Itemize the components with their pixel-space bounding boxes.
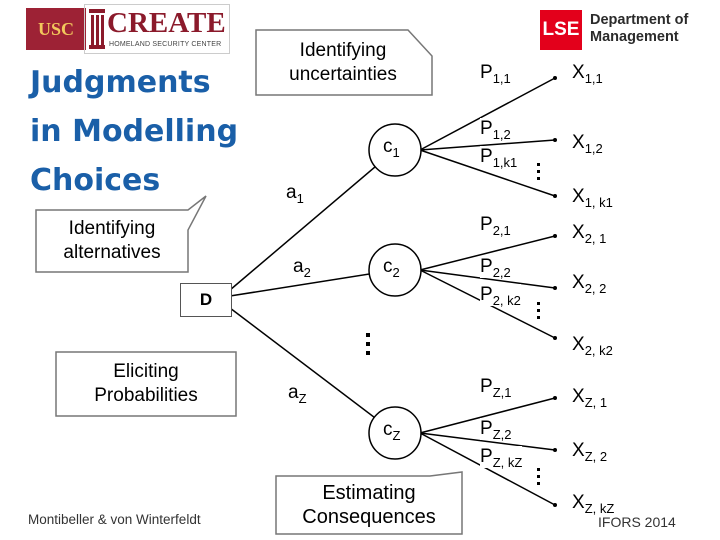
probability-label: P2,2 bbox=[480, 256, 511, 280]
edge-c2-p22 bbox=[419, 269, 556, 289]
callout-uncertainties: Identifying uncertainties bbox=[258, 32, 428, 94]
edge-c1-p11 bbox=[419, 77, 556, 151]
pillar-icon bbox=[89, 9, 105, 49]
callout-probabilities-line1: Eliciting bbox=[113, 361, 179, 382]
chance-node-label: cZ bbox=[383, 419, 401, 443]
probability-label: P1,1 bbox=[480, 62, 511, 86]
outcome-label: XZ, kZ bbox=[572, 492, 615, 516]
outcome-label: XZ, 1 bbox=[572, 386, 608, 410]
vertical-ellipsis bbox=[366, 333, 370, 355]
department-line1: Department of bbox=[590, 12, 689, 28]
terminal-dot bbox=[553, 234, 557, 238]
edge-cz-pz2 bbox=[419, 432, 556, 451]
terminal-dot bbox=[553, 194, 557, 198]
terminal-dot bbox=[553, 286, 557, 290]
edge-c1-p12 bbox=[419, 139, 556, 151]
chance-node-label: c1 bbox=[383, 136, 400, 160]
edge-c1-p1k bbox=[419, 149, 556, 197]
edge-cz-pzk bbox=[419, 432, 556, 506]
terminal-dot bbox=[553, 138, 557, 142]
edge-c2-p21 bbox=[419, 235, 556, 271]
slide-title: Judgments in Modelling Choices bbox=[30, 58, 238, 205]
title-line2: in Modelling bbox=[30, 114, 239, 149]
department-line2: Management bbox=[590, 29, 679, 45]
callout-alternatives-shape bbox=[35, 195, 207, 273]
terminal-dot bbox=[553, 396, 557, 400]
decision-node-label: D bbox=[199, 290, 213, 309]
callout-alternatives-line2: alternatives bbox=[63, 242, 161, 263]
alternative-label: a1 bbox=[286, 182, 304, 206]
callout-consequences-shape bbox=[275, 471, 463, 535]
outcome-label: X1, k1 bbox=[572, 186, 613, 210]
probability-label: PZ,1 bbox=[480, 376, 512, 400]
vertical-ellipsis bbox=[537, 163, 540, 180]
footer-authors: Montibeller & von Winterfeldt bbox=[28, 512, 201, 527]
create-logo-text: CREATE bbox=[107, 7, 226, 39]
title-line3: Choices bbox=[30, 163, 161, 198]
terminal-dot bbox=[553, 503, 557, 507]
edge-d-a2 bbox=[229, 269, 396, 297]
footer-event: IFORS 2014 bbox=[598, 514, 676, 530]
usc-logo: USC bbox=[26, 8, 86, 50]
edge-cz-pz1 bbox=[419, 397, 556, 434]
probability-label: PZ, kZ bbox=[480, 446, 523, 470]
usc-logo-text: USC bbox=[37, 18, 74, 39]
outcome-label: X1,1 bbox=[572, 62, 603, 86]
callout-probabilities: Eliciting Probabilities bbox=[58, 354, 234, 414]
callout-consequences-line1: Estimating bbox=[322, 482, 416, 504]
terminal-dot bbox=[553, 76, 557, 80]
callout-consequences-line2: Consequences bbox=[302, 506, 436, 528]
create-logo: CREATE HOMELAND SECURITY CENTER bbox=[84, 4, 230, 54]
probability-label: PZ,2 bbox=[480, 418, 512, 442]
callout-uncertainties-shape bbox=[255, 29, 433, 96]
vertical-ellipsis bbox=[537, 468, 540, 485]
terminal-dot bbox=[553, 448, 557, 452]
outcome-label: XZ, 2 bbox=[572, 440, 608, 464]
alternative-label: a2 bbox=[293, 256, 311, 280]
lse-logo: LSE bbox=[540, 10, 582, 50]
callout-uncertainties-line2: uncertainties bbox=[289, 64, 397, 85]
outcome-label: X1,2 bbox=[572, 132, 603, 156]
outcome-label: X2, 2 bbox=[572, 272, 607, 296]
edge-d-a1 bbox=[229, 149, 396, 291]
probability-label: P1,2 bbox=[480, 118, 511, 142]
create-logo-subtitle: HOMELAND SECURITY CENTER bbox=[109, 41, 222, 48]
title-line1: Judgments bbox=[30, 65, 211, 100]
callout-consequences: Estimating Consequences bbox=[278, 478, 460, 532]
callout-probabilities-line2: Probabilities bbox=[94, 385, 198, 406]
outcome-label: X2, 1 bbox=[572, 222, 607, 246]
decision-node: D bbox=[180, 283, 232, 317]
callout-probabilities-shape bbox=[55, 351, 237, 417]
outcome-label: X2, k2 bbox=[572, 334, 613, 358]
vertical-ellipsis bbox=[537, 302, 540, 319]
chance-node-label: c2 bbox=[383, 256, 400, 280]
probability-label: P2,1 bbox=[480, 214, 511, 238]
probability-label: P1,k1 bbox=[480, 146, 518, 170]
callout-alternatives-line1: Identifying bbox=[68, 218, 156, 239]
chance-node-c1 bbox=[368, 123, 422, 177]
chance-node-cz bbox=[368, 406, 422, 460]
lse-logo-text: LSE bbox=[542, 19, 580, 40]
alternative-label: aZ bbox=[288, 382, 307, 406]
terminal-dot bbox=[553, 336, 557, 340]
chance-node-c2 bbox=[368, 243, 422, 297]
edge-d-az bbox=[229, 307, 396, 434]
department-name: Department of Management bbox=[590, 12, 688, 46]
probability-label: P2, k2 bbox=[480, 284, 521, 308]
callout-alternatives: Identifying alternatives bbox=[38, 212, 186, 270]
callout-uncertainties-line1: Identifying bbox=[299, 40, 387, 61]
